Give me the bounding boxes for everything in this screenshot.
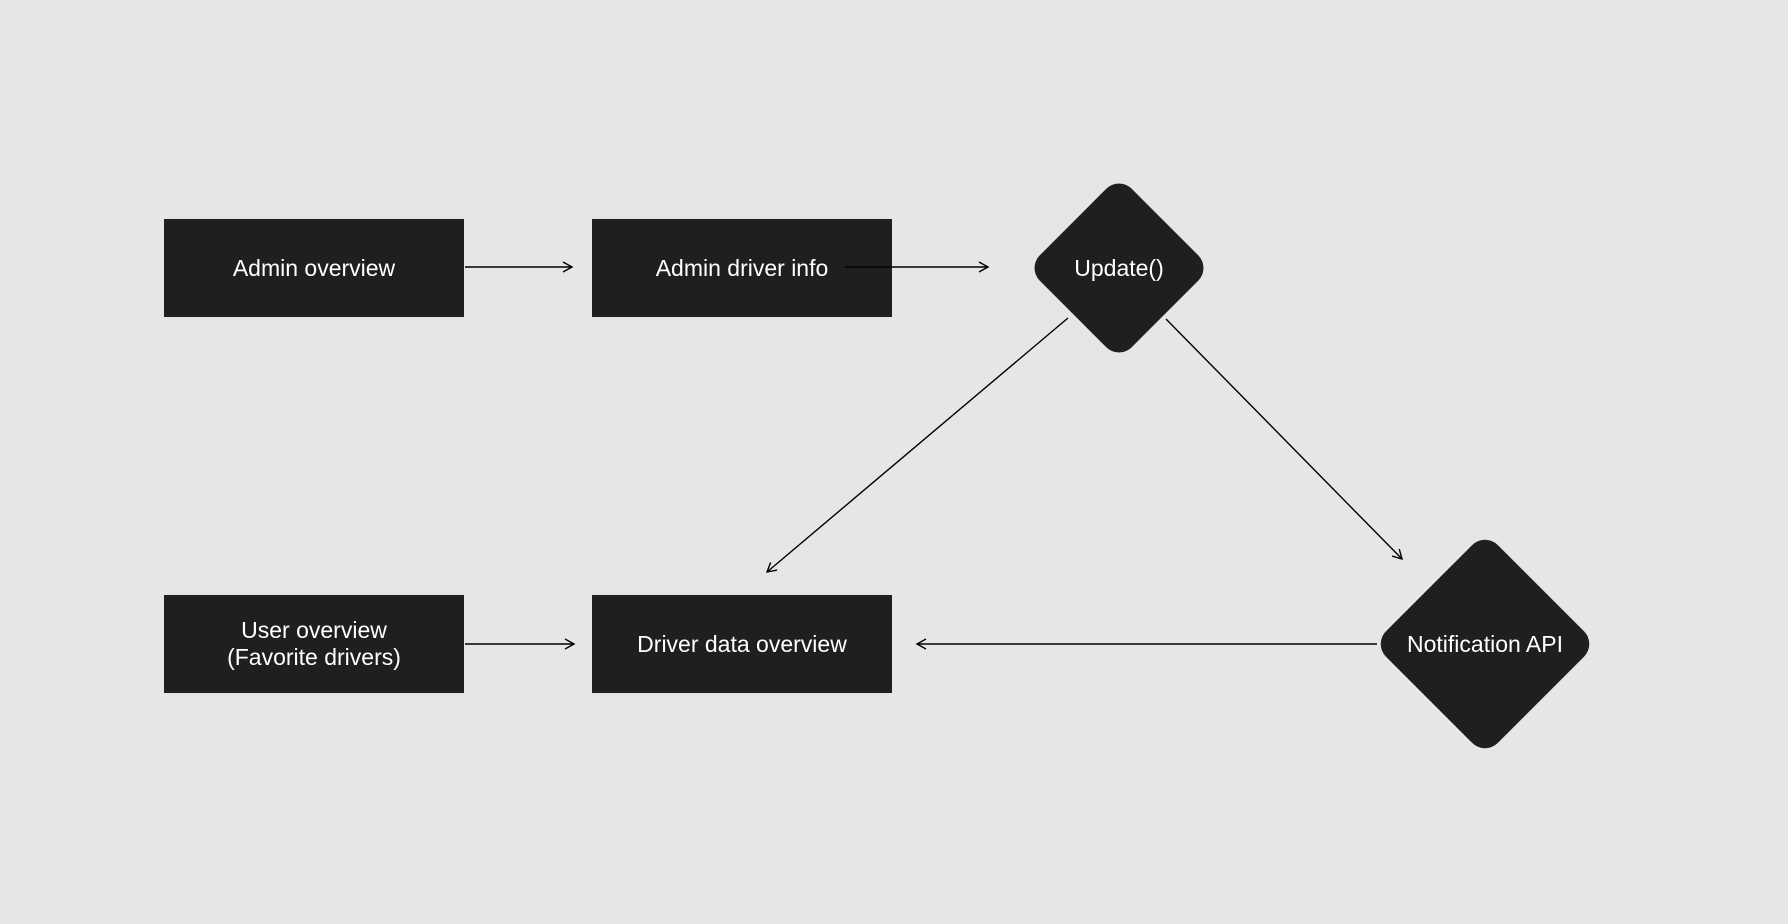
node-admin-overview-label: Admin overview: [232, 254, 396, 281]
node-admin-overview[interactable]: Admin overview: [164, 219, 464, 317]
edge-update-to-driver-data-overview: [765, 317, 1069, 573]
node-update-label: Update(): [1074, 254, 1164, 281]
node-user-overview-label-line1: User overview: [241, 617, 387, 643]
node-user-overview[interactable]: User overview (Favorite drivers): [164, 595, 464, 693]
node-admin-driver-info[interactable]: Admin driver info: [592, 219, 892, 317]
node-notification-api-label: Notification API: [1407, 630, 1563, 657]
node-driver-data-overview-label: Driver data overview: [637, 630, 847, 657]
node-driver-data-overview[interactable]: Driver data overview: [592, 595, 892, 693]
node-update[interactable]: Update(): [1026, 175, 1212, 361]
node-notification-api[interactable]: Notification API: [1372, 531, 1598, 757]
node-user-overview-label-line2: (Favorite drivers): [227, 644, 401, 670]
node-admin-driver-info-label: Admin driver info: [655, 254, 829, 281]
